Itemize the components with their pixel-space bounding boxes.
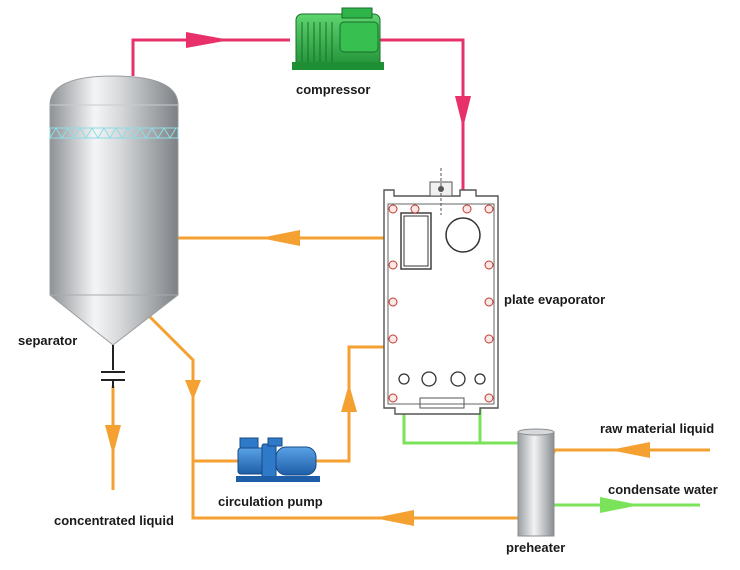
plate-evaporator (383, 168, 499, 415)
liquid-arrow-up-pump (341, 384, 357, 412)
separator-vessel (49, 75, 179, 388)
concentrated-liquid-label: concentrated liquid (54, 513, 174, 528)
liquid-arrow-return (260, 230, 300, 246)
liquid-arrow-raw-in (610, 442, 650, 458)
preheater (517, 428, 555, 537)
circulation-pump (236, 437, 320, 482)
preheater-label: preheater (506, 540, 566, 555)
compressor-machine (292, 7, 384, 70)
vapor-arrow-1 (186, 32, 230, 48)
condensate-arrow-out (600, 497, 640, 513)
vapor-arrow-2 (455, 96, 471, 128)
compressor-label: compressor (296, 82, 371, 97)
liquid-arrow-bottom-return (374, 510, 414, 526)
circulation-pump-label: circulation pump (218, 494, 323, 509)
condensate-water-label: condensate water (608, 482, 718, 497)
liquid-arrow-down-1 (185, 380, 201, 400)
liquid-arrow-concentrated (105, 425, 121, 455)
separator-label: separator (18, 333, 78, 348)
vapor-line (131, 38, 465, 235)
plate-evaporator-label: plate evaporator (504, 292, 606, 307)
raw-material-liquid-label: raw material liquid (600, 421, 715, 436)
